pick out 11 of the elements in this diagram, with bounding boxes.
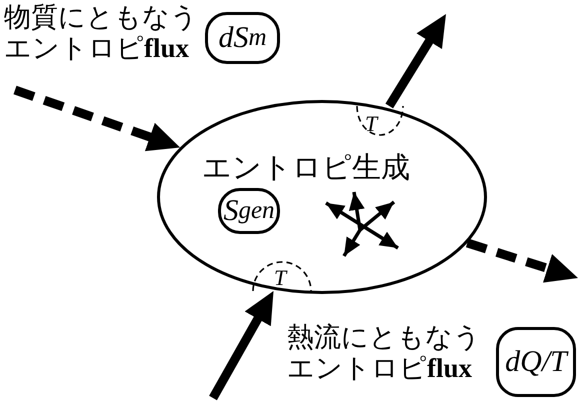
flux-label: 物質にともなうエントロピflux (4, 2, 199, 64)
formula-box: dQ/T (496, 327, 576, 397)
system-ellipse (157, 100, 487, 294)
flux-label: 熱流にともなうエントロピflux (287, 322, 482, 384)
ellipse-title: エントロピ生成 (202, 149, 410, 186)
dashed-arc (252, 261, 312, 291)
arrow (466, 238, 580, 283)
temperature-label: T (365, 111, 378, 137)
temperature-label: T (274, 265, 286, 291)
arrow (14, 86, 182, 152)
dashed-arc (356, 106, 404, 136)
